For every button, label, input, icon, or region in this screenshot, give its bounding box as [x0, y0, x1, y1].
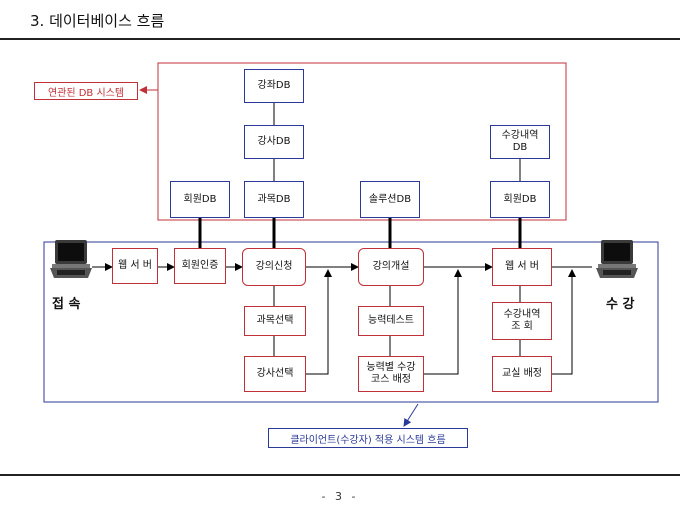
page-number: - 3 -	[321, 490, 359, 503]
loop-lecturer-to-flow	[306, 269, 332, 375]
related-db-label: 연관된 DB 시스템	[34, 82, 138, 100]
top-divider	[0, 38, 680, 40]
subject-select-box: 과목선택	[244, 306, 306, 336]
loop-ability-to-flow	[424, 269, 462, 375]
member-auth-box: 회원인증	[174, 248, 226, 284]
web-server-left-box: 웹 서 버	[112, 248, 158, 284]
related-db-frame	[157, 62, 567, 221]
solution-db-box: 솔루션DB	[360, 181, 420, 218]
connect-label: 접 속	[52, 297, 81, 312]
client-system-frame	[43, 241, 659, 403]
attend-label: 수 강	[606, 297, 635, 312]
member-db-left-box: 회원DB	[170, 181, 230, 218]
course-open-box: 강의개설	[358, 248, 424, 286]
laptop-icon	[596, 240, 638, 278]
loop-classroom-to-flow	[552, 269, 576, 375]
client-flow-label: 클라이언트(수강자) 적용 시스템 흐름	[268, 428, 468, 448]
ability-test-box: 능력테스트	[358, 306, 424, 336]
lecturer-db-box: 강사DB	[244, 125, 304, 159]
subject-db-box: 과목DB	[244, 181, 304, 218]
client-flow-pointer	[403, 403, 419, 427]
laptop-icon	[50, 240, 92, 278]
bottom-divider	[0, 474, 680, 476]
enrollment-history-db-box: 수강내역 DB	[490, 125, 550, 159]
page-title: 3. 데이터베이스 흐름	[30, 12, 165, 30]
enrollment-history-query-box: 수강내역 조 회	[492, 302, 552, 340]
course-db-box: 강좌DB	[244, 69, 304, 103]
classroom-assign-box: 교실 배정	[492, 356, 552, 392]
web-server-right-box: 웹 서 버	[492, 248, 552, 286]
course-apply-box: 강의신청	[242, 248, 306, 286]
lecturer-select-box: 강사선택	[244, 356, 306, 392]
member-db-right-box: 회원DB	[490, 181, 550, 218]
ability-course-assign-box: 능력별 수강 코스 배정	[358, 356, 424, 392]
